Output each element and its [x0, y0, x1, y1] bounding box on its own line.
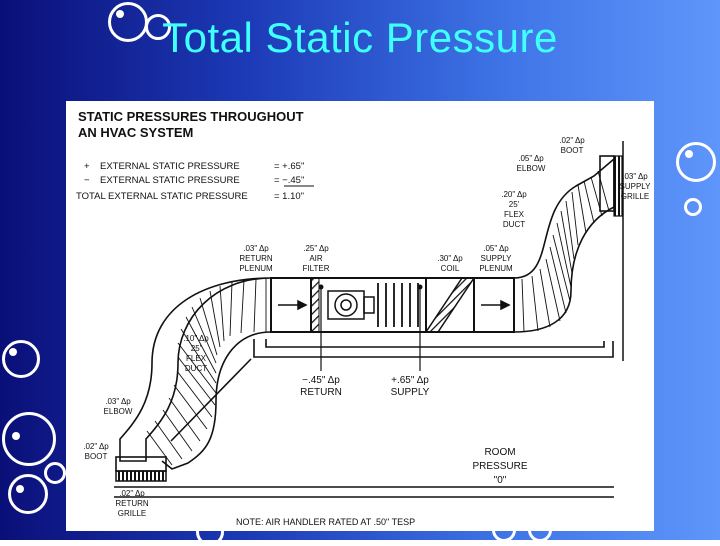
return-boot: [115, 456, 167, 472]
callout-supply-boot: .02" Δp: [559, 136, 585, 145]
airflow-arrows: [278, 299, 511, 311]
bubble-decoration: [676, 142, 716, 182]
callout-return-flex: 25': [191, 344, 202, 353]
bubble-highlight: [685, 150, 693, 158]
bubble-decoration: [145, 14, 171, 40]
return-flex-duct: [119, 277, 272, 462]
callout-return-plenum: PLENUM: [239, 264, 273, 273]
bubble-highlight: [9, 348, 17, 356]
callout-supply-grille: GRILLE: [621, 192, 649, 201]
diagram-heading-line2: AN HVAC SYSTEM: [78, 125, 193, 140]
bubble-highlight: [12, 432, 20, 440]
bubble-highlight: [16, 485, 24, 493]
supply-gauge-label: SUPPLY: [391, 387, 430, 398]
callout-coil: COIL: [441, 264, 460, 273]
diagram-heading-line1: STATIC PRESSURES THROUGHOUT: [78, 109, 304, 124]
blower-fan: [327, 290, 375, 320]
callout-air-filter: FILTER: [303, 264, 330, 273]
callout-supply-plenum: .05" Δp: [483, 244, 509, 253]
bubble-decoration: [2, 412, 56, 466]
callout-return-grille: RETURN: [115, 499, 149, 508]
summary-sign: +: [84, 161, 90, 172]
summary-value: = 1.10": [274, 191, 304, 202]
bubble-decoration: [684, 198, 702, 216]
callout-return-boot: .02" Δp: [83, 442, 109, 451]
callout-return-flex: .10" Δp: [183, 334, 209, 343]
callout-return-flex: FLEX: [186, 354, 207, 363]
callout-air-filter: .25" Δp: [303, 244, 329, 253]
gauge-tap: [417, 284, 423, 290]
summary-label: EXTERNAL STATIC PRESSURE: [100, 175, 240, 186]
callout-supply-flex: 25': [509, 200, 520, 209]
bubble-highlight: [116, 10, 124, 18]
callout-return-boot: BOOT: [85, 452, 108, 461]
supply-gauge-value: +.65" Δp: [391, 375, 429, 386]
flex-duct-ribs: [146, 278, 267, 466]
bubble-decoration: [2, 340, 40, 378]
return-grille: [115, 470, 167, 482]
callout-supply-boot: BOOT: [561, 146, 584, 155]
callout-supply-flex: .20" Δp: [501, 190, 527, 199]
gauge-tap: [318, 284, 324, 290]
return-flex-duct-inner: [161, 331, 272, 470]
flex-duct-ribs: [521, 170, 610, 333]
callout-return-plenum: RETURN: [239, 254, 273, 263]
hvac-diagram: STATIC PRESSURES THROUGHOUT AN HVAC SYST…: [66, 101, 654, 531]
return-gauge-value: −.45" Δp: [302, 375, 340, 386]
callout-supply-elbow: .05" Δp: [518, 154, 544, 163]
callout-return-plenum: .03" Δp: [243, 244, 269, 253]
room-pressure: "0": [494, 475, 507, 486]
callout-return-grille: .02" Δp: [119, 489, 145, 498]
pressure-gauge-leads: [320, 287, 421, 371]
callout-supply-elbow: ELBOW: [517, 164, 546, 173]
bubble-decoration: [8, 474, 48, 514]
supply-flex-duct: [513, 157, 615, 333]
summary-value: = +.65": [274, 161, 304, 172]
hvac-diagram-svg: STATIC PRESSURES THROUGHOUT AN HVAC SYST…: [76, 109, 652, 527]
evaporator-coil: [424, 277, 476, 333]
room-pressure: PRESSURE: [472, 461, 527, 472]
callout-return-grille: GRILLE: [118, 509, 146, 518]
callout-supply-plenum: SUPPLY: [481, 254, 513, 263]
slide-title: Total Static Pressure: [162, 14, 558, 61]
air-handler-note: NOTE: AIR HANDLER RATED AT .50" TESP: [236, 517, 415, 527]
callout-supply-flex: DUCT: [503, 220, 525, 229]
return-gauge-label: RETURN: [300, 387, 342, 398]
callout-supply-plenum: PLENUM: [479, 264, 513, 273]
room-pressure: ROOM: [484, 447, 515, 458]
callout-supply-grille: .03" Δp: [622, 172, 648, 181]
callout-return-elbow: ELBOW: [104, 407, 133, 416]
callout-return-elbow: .03" Δp: [105, 397, 131, 406]
summary-value: = −.45": [274, 175, 304, 186]
summary-sign: −: [84, 175, 90, 186]
summary-label: EXTERNAL STATIC PRESSURE: [100, 161, 240, 172]
callout-coil: .30" Δp: [437, 254, 463, 263]
bubble-decoration: [44, 462, 66, 484]
room-outline: [114, 339, 614, 498]
summary-label: TOTAL EXTERNAL STATIC PRESSURE: [76, 191, 248, 202]
supply-grille: [613, 155, 623, 217]
callout-return-flex: DUCT: [185, 364, 207, 373]
coil-plates: [377, 283, 419, 327]
air-filter: [310, 277, 320, 333]
callout-supply-flex: FLEX: [504, 210, 525, 219]
callout-supply-grille: SUPPLY: [620, 182, 652, 191]
callout-air-filter: AIR: [309, 254, 323, 263]
